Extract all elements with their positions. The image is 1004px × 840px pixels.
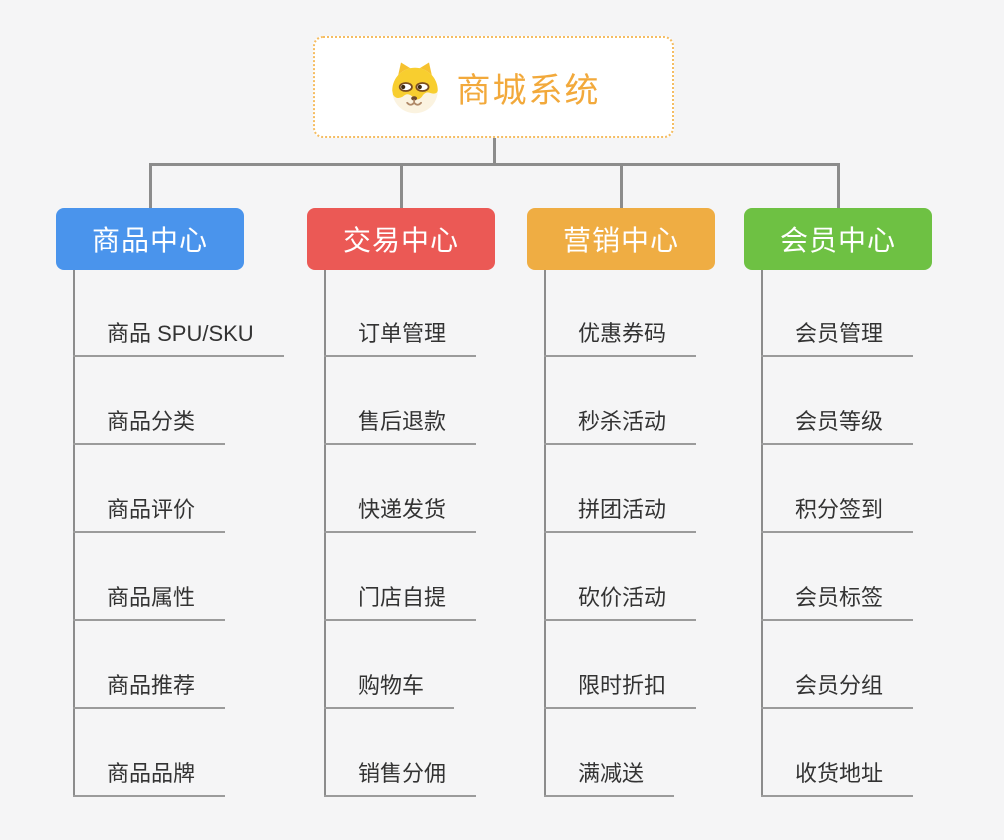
leaf-node[interactable]: 积分签到 <box>761 495 914 533</box>
leaf-column-member: 会员管理 会员等级 积分签到 会员标签 会员分组 收货地址 <box>761 270 1001 800</box>
leaf-column-trade: 订单管理 售后退款 快递发货 门店自提 购物车 销售分佣 <box>324 270 564 800</box>
leaf-node[interactable]: 秒杀活动 <box>544 407 697 445</box>
leaf-node[interactable]: 收货地址 <box>761 759 914 797</box>
leaf-node[interactable]: 门店自提 <box>324 583 477 621</box>
leaf-node[interactable]: 拼团活动 <box>544 495 697 533</box>
leaf-node[interactable]: 销售分佣 <box>324 759 477 797</box>
leaf-node[interactable]: 限时折扣 <box>544 671 697 709</box>
branch-node-marketing-center[interactable]: 营销中心 <box>527 208 715 270</box>
branch-spine <box>73 270 75 796</box>
leaf-node[interactable]: 商品推荐 <box>73 671 226 709</box>
leaf-node[interactable]: 快递发货 <box>324 495 477 533</box>
leaf-node[interactable]: 会员分组 <box>761 671 914 709</box>
leaf-node[interactable]: 会员管理 <box>761 319 914 357</box>
branch-spine <box>324 270 326 796</box>
shiba-dog-icon <box>391 62 438 114</box>
connector-drop-1 <box>149 163 152 208</box>
leaf-node[interactable]: 砍价活动 <box>544 583 697 621</box>
branch-node-member-center[interactable]: 会员中心 <box>744 208 932 270</box>
connector-drop-2 <box>400 163 403 208</box>
leaf-node[interactable]: 购物车 <box>324 671 455 709</box>
connector-bus <box>149 163 840 166</box>
branch-spine <box>761 270 763 796</box>
leaf-node[interactable]: 商品属性 <box>73 583 226 621</box>
leaf-node[interactable]: 售后退款 <box>324 407 477 445</box>
leaf-node[interactable]: 商品评价 <box>73 495 226 533</box>
branch-node-trade-center[interactable]: 交易中心 <box>307 208 495 270</box>
connector-drop-4 <box>837 163 840 208</box>
leaf-node[interactable]: 满减送 <box>544 759 675 797</box>
leaf-node[interactable]: 商品品牌 <box>73 759 226 797</box>
root-node-title: 商城系统 <box>456 71 601 110</box>
leaf-node[interactable]: 会员标签 <box>761 583 914 621</box>
connector-drop-3 <box>620 163 623 208</box>
leaf-node[interactable]: 优惠券码 <box>544 319 697 357</box>
root-node-mall-system[interactable]: 商城系统 <box>313 36 674 138</box>
branch-spine <box>544 270 546 796</box>
connector-root-stub <box>493 138 496 164</box>
leaf-node[interactable]: 会员等级 <box>761 407 914 445</box>
leaf-node[interactable]: 订单管理 <box>324 319 477 357</box>
leaf-column-product: 商品 SPU/SKU 商品分类 商品评价 商品属性 商品推荐 商品品牌 <box>73 270 313 800</box>
leaf-node[interactable]: 商品 SPU/SKU <box>73 319 284 357</box>
leaf-column-marketing: 优惠券码 秒杀活动 拼团活动 砍价活动 限时折扣 满减送 <box>544 270 784 800</box>
leaf-node[interactable]: 商品分类 <box>73 407 226 445</box>
branch-node-product-center[interactable]: 商品中心 <box>56 208 244 270</box>
